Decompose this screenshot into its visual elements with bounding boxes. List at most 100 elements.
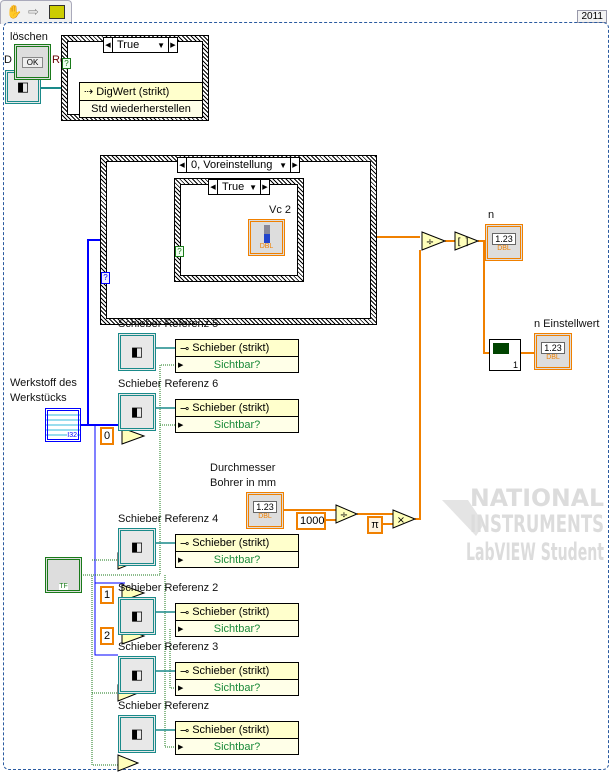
slider-refnum[interactable]: ◧ <box>118 393 156 431</box>
slider-refnum[interactable]: ◧ <box>118 715 156 753</box>
selector-terminal: ? <box>101 272 110 284</box>
prop-header: Schieber (strikt) <box>192 537 270 549</box>
drill-value: 1.23 <box>253 501 277 513</box>
slider-property-node[interactable]: ⊸Schieber (strikt)▶Sichtbar? <box>175 399 299 433</box>
prev-case-icon[interactable]: ◀ <box>209 180 218 194</box>
block-diagram-frame <box>3 22 609 770</box>
next-case-icon[interactable]: ▶ <box>260 180 269 194</box>
selector-text: True <box>117 39 140 51</box>
arrow-icon[interactable]: ⇨ <box>28 4 39 19</box>
prev-case-icon[interactable]: ◀ <box>104 38 113 52</box>
property-node-digwert[interactable]: ⇢DigWert (strikt) Std wiederherstellen <box>79 82 203 118</box>
express-vi-node[interactable]: 1 <box>489 339 521 371</box>
prop-row: Sichtbar? <box>213 740 261 753</box>
slider-ref-label: Schieber Referenz 5 <box>118 318 219 330</box>
slider-icon <box>263 225 270 243</box>
drill-diameter-control[interactable]: 1.23 DBL <box>246 492 284 529</box>
prop-row: Sichtbar? <box>213 622 261 635</box>
divide-node-2 <box>335 504 359 524</box>
svg-text:×: × <box>397 515 405 526</box>
next-case-icon[interactable]: ▶ <box>290 158 299 172</box>
key-icon: ⊸ <box>180 342 190 355</box>
case-selector-inner[interactable]: ◀True▼▶ <box>208 179 270 195</box>
ok-button-control[interactable]: OK <box>14 44 51 80</box>
toolbar: ✋ ⇨ <box>0 0 72 24</box>
slider-ref-label: Schieber Referenz <box>118 700 210 712</box>
slider-refnum[interactable]: ◧ <box>118 597 156 635</box>
selector-text: 0, Voreinstellung <box>191 159 273 171</box>
slider-refnum[interactable]: ◧ <box>118 656 156 694</box>
next-case-icon[interactable]: ▶ <box>168 38 177 52</box>
n-indicator: 1.23 DBL <box>485 224 523 261</box>
n-einstellwert-label: n Einstellwert <box>534 318 600 330</box>
case-selector-1[interactable]: ◀ True ▼▶ <box>103 37 178 53</box>
slider-refnum[interactable]: ◧ <box>118 528 156 566</box>
drill-label-2: Bohrer in mm <box>210 477 277 489</box>
prop-row: Sichtbar? <box>213 358 261 371</box>
slider-refnum[interactable]: ◧ <box>118 333 156 371</box>
key-icon: ⊸ <box>180 402 190 415</box>
n-einstellwert-indicator: 1.23 DBL <box>534 333 572 370</box>
vc2-slider-control[interactable]: DBL <box>248 219 285 256</box>
dbl-tag: DBL <box>497 245 511 252</box>
type-tag: TF <box>59 583 68 590</box>
key-icon: ⊸ <box>180 537 190 550</box>
vi-icon[interactable] <box>49 5 65 19</box>
waveform-icon <box>493 343 509 354</box>
arrow-icon: ⇢ <box>84 86 94 98</box>
constant-2[interactable]: 2 <box>100 627 114 645</box>
prop-row: Sichtbar? <box>213 681 261 694</box>
constant-1[interactable]: 1 <box>100 586 114 604</box>
slider-ref-label: Schieber Referenz 3 <box>118 641 219 653</box>
prop-header: Schieber (strikt) <box>192 402 270 414</box>
dropdown-icon[interactable]: ▼ <box>249 182 257 192</box>
svg-text:÷: ÷ <box>340 510 348 521</box>
not-node <box>117 754 140 772</box>
prop-header: Schieber (strikt) <box>192 342 270 354</box>
slider-ref-label: Schieber Referenz 2 <box>118 582 219 594</box>
express-count: 1 <box>512 360 518 370</box>
boolean-switch-control[interactable]: TF <box>45 557 82 593</box>
slider-property-node[interactable]: ⊸Schieber (strikt)▶Sichtbar? <box>175 662 299 696</box>
watermark-line: INSTRUMENTS <box>470 510 604 538</box>
n-einstell-value: 1.23 <box>541 342 565 354</box>
prop-row: Sichtbar? <box>213 418 261 431</box>
slider-property-node[interactable]: ⊸Schieber (strikt)▶Sichtbar? <box>175 534 299 568</box>
d-label: D <box>4 54 12 66</box>
hand-tool-icon[interactable]: ✋ <box>6 4 23 19</box>
slider-ref-label: Schieber Referenz 4 <box>118 513 219 525</box>
prop-header: Schieber (strikt) <box>192 665 270 677</box>
drill-label-1: Durchmesser <box>210 462 276 474</box>
svg-text:[ ]: [ ] <box>458 237 469 248</box>
prop-row: Std wiederherstellen <box>80 101 202 117</box>
werkstoff-enum-control[interactable]: I32 <box>45 408 81 442</box>
vc2-label: Vc 2 <box>269 204 292 216</box>
equal-node-0 <box>121 427 146 445</box>
case-structure-inner[interactable] <box>174 178 304 282</box>
svg-text:÷: ÷ <box>426 237 434 248</box>
dbl-tag: DBL <box>546 354 560 361</box>
ni-watermark: NATIONAL INSTRUMENTS LabVIEW Student <box>442 484 604 566</box>
dbl-tag: DBL <box>259 243 274 250</box>
prev-case-icon[interactable]: ◀ <box>178 158 187 172</box>
slider-property-node[interactable]: ⊸Schieber (strikt)▶Sichtbar? <box>175 721 299 755</box>
prop-header: Schieber (strikt) <box>192 724 270 736</box>
case-selector-outer[interactable]: ◀ 0, Voreinstellung ▼▶ <box>177 157 300 173</box>
selector-terminal: ? <box>175 246 184 257</box>
dbl-tag: DBL <box>258 513 272 520</box>
ok-text: OK <box>21 56 44 68</box>
watermark-line: LabVIEW Student <box>466 538 604 566</box>
dropdown-icon[interactable]: ▼ <box>279 160 287 170</box>
selector-terminal: ? <box>62 58 71 69</box>
constant-0[interactable]: 0 <box>100 427 114 445</box>
slider-property-node[interactable]: ⊸Schieber (strikt)▶Sichtbar? <box>175 339 299 373</box>
constant-1000[interactable]: 1000 <box>296 512 326 530</box>
slider-property-node[interactable]: ⊸Schieber (strikt)▶Sichtbar? <box>175 603 299 637</box>
pi-constant[interactable]: π <box>367 516 383 534</box>
key-icon: ⊸ <box>180 724 190 737</box>
prop-header: DigWert (strikt) <box>96 85 170 98</box>
dropdown-icon[interactable]: ▼ <box>157 40 165 50</box>
round-node <box>454 231 480 251</box>
prop-row: Sichtbar? <box>213 553 261 566</box>
key-icon: ⊸ <box>180 665 190 678</box>
